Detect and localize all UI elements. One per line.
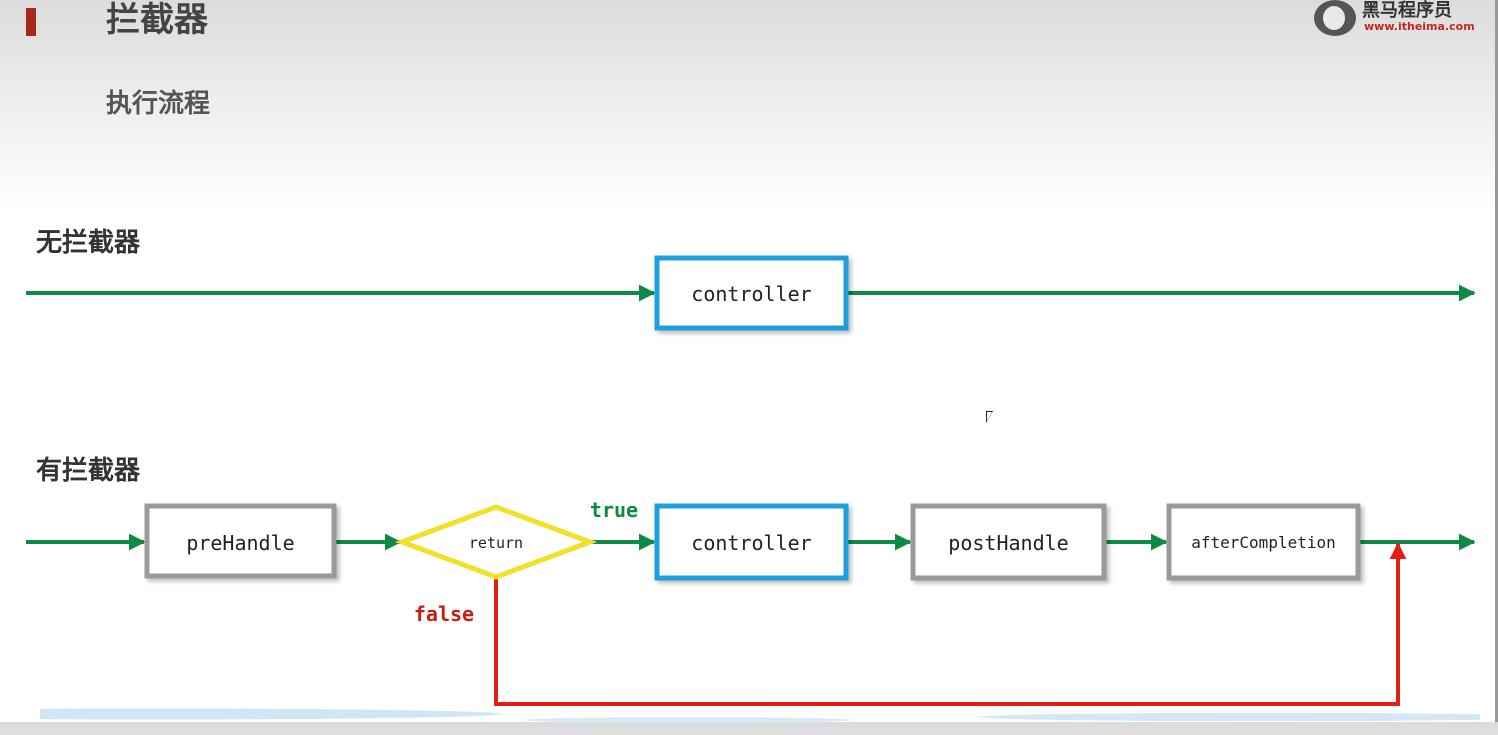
branch-true-label: true: [590, 498, 638, 522]
decorative-cloud-footer: [40, 705, 1480, 735]
posthandle-node: postHandle: [910, 503, 1107, 581]
slide-subtitle: 执行流程: [106, 89, 211, 119]
branch-false-label: false: [414, 602, 474, 626]
controller-label: controller: [691, 531, 811, 555]
controller-node-label: controller: [691, 282, 811, 306]
title-accent-bar: [26, 8, 36, 36]
controller-node-no-interceptor: controller: [654, 255, 849, 331]
prehandle-label: preHandle: [186, 531, 294, 555]
aftercompletion-node: afterCompletion: [1166, 503, 1361, 581]
section-label-with-interceptor: 有拦截器: [36, 456, 141, 486]
logo-url: www.itheima.com: [1364, 20, 1475, 33]
posthandle-label: postHandle: [948, 531, 1068, 555]
logo-name: 黑马程序员: [1362, 0, 1452, 21]
prehandle-node: preHandle: [144, 503, 337, 579]
controller-node-with-interceptor: controller: [654, 503, 849, 581]
logo-icon: [1314, 0, 1356, 36]
return-label: return: [469, 534, 523, 552]
mouse-cursor-icon: [986, 411, 993, 423]
slide-title: 拦截器: [106, 0, 208, 40]
aftercompletion-label: afterCompletion: [1191, 533, 1336, 552]
section-label-no-interceptor: 无拦截器: [36, 228, 141, 258]
return-decision-node: return: [394, 504, 598, 580]
arrow-false-path: [494, 542, 1407, 706]
brand-logo: 黑马程序员 www.itheima.com: [1312, 0, 1475, 38]
window-edge: [1495, 0, 1498, 722]
